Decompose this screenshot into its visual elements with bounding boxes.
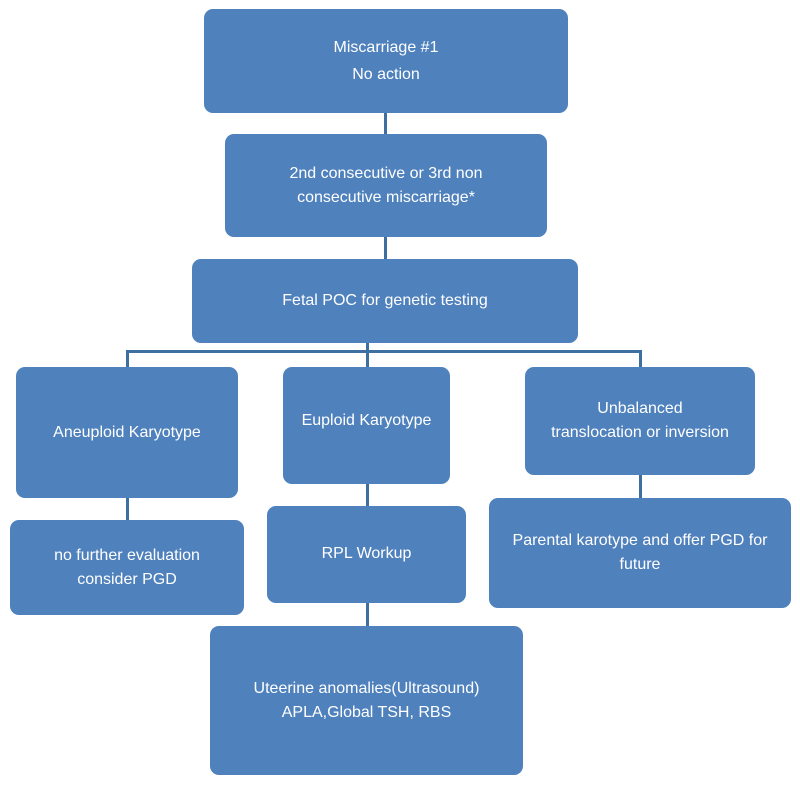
connector-translocation-down — [639, 475, 642, 498]
miscarriage-1-box: Miscarriage #1 No action — [204, 9, 568, 113]
rpl-workup-label: RPL Workup — [321, 545, 412, 562]
uterine-anomalies-box: Uteerine anomalies(Ultrasound) APLA,Glob… — [210, 626, 523, 775]
consecutive-miscarriage-label: 2nd consecutive or 3rd non consecutive m… — [289, 164, 483, 206]
translocation-label: Unbalanced translocation or inversion — [551, 400, 729, 441]
parental-karyotype-label: Parental karotype and offer PGD for futu… — [512, 532, 768, 573]
no-further-evaluation-box: no further evaluation consider PGD — [10, 520, 244, 615]
aneuploid-karyotype-box: Aneuploid Karyotype — [16, 367, 238, 498]
connector-aneuploid-down — [126, 498, 129, 520]
translocation-box: Unbalanced translocation or inversion — [525, 367, 755, 475]
connector-euploid-down — [366, 484, 369, 506]
miscarriage-1-label: Miscarriage #1 — [333, 38, 439, 56]
connector-1-2 — [384, 113, 387, 134]
connector-3-bus — [366, 343, 369, 352]
connector-2-3 — [384, 237, 387, 259]
connector-rpl-down — [366, 603, 369, 626]
rpl-workup-box: RPL Workup — [267, 506, 466, 603]
fetal-poc-box: Fetal POC for genetic testing — [192, 259, 578, 343]
euploid-karyotype-label: Euploid Karyotype — [301, 412, 432, 429]
connector-bus — [126, 350, 642, 353]
connector-bus-left — [126, 350, 129, 367]
no-action-label: No action — [352, 65, 420, 83]
connector-bus-mid — [366, 350, 369, 367]
fetal-poc-label: Fetal POC for genetic testing — [282, 292, 488, 309]
euploid-karyotype-box: Euploid Karyotype — [283, 367, 450, 484]
consecutive-miscarriage-box: 2nd consecutive or 3rd non consecutive m… — [225, 134, 547, 237]
uterine-anomalies-label: Uteerine anomalies(Ultrasound) APLA,Glob… — [253, 679, 480, 721]
no-further-evaluation-label: no further evaluation consider PGD — [54, 546, 200, 588]
aneuploid-karyotype-label: Aneuploid Karyotype — [53, 423, 201, 441]
connector-bus-right — [639, 350, 642, 367]
parental-karyotype-box: Parental karotype and offer PGD for futu… — [489, 498, 791, 608]
